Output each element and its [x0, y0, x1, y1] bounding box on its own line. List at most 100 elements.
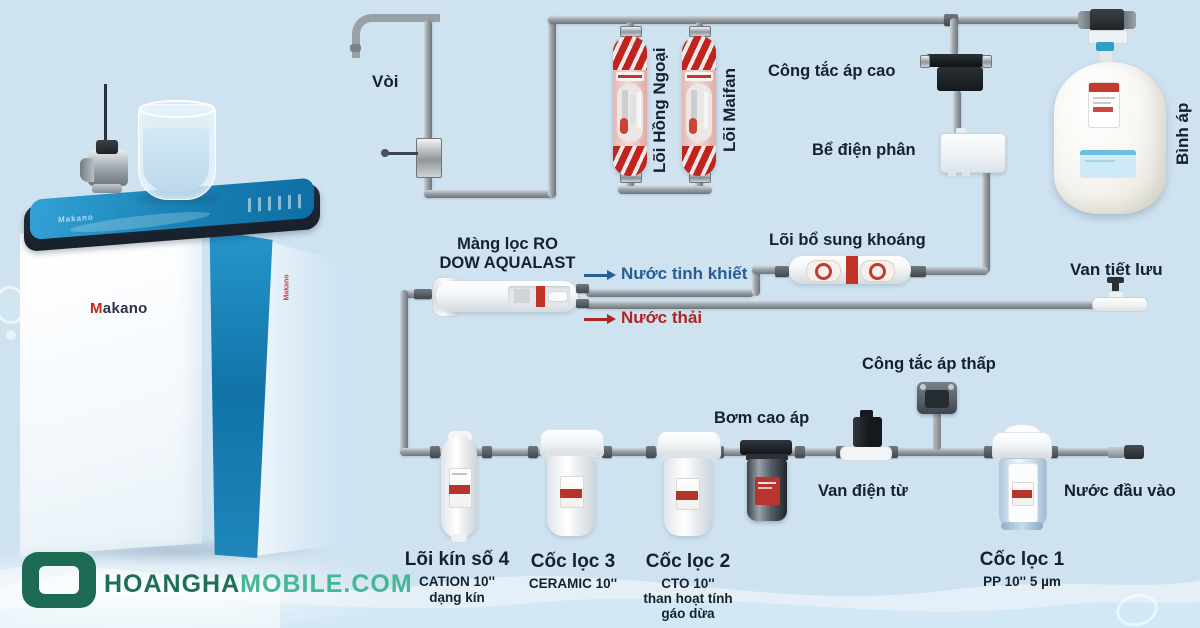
label-stage4-sub2: dạng kín	[429, 590, 485, 605]
label-pure-water: Nước tinh khiết	[621, 264, 748, 283]
top-main-pipe	[548, 16, 1084, 24]
infrared-filter-body	[613, 36, 647, 176]
label-ro-line1: Màng lọc RO	[457, 235, 558, 253]
label-stage2-sub1: CTO 10''	[661, 576, 715, 591]
maifan-label-line	[687, 75, 711, 78]
solenoid-valve-coil	[853, 417, 882, 447]
ro-window	[508, 286, 570, 307]
pump-head	[740, 440, 792, 455]
ro-waste-port	[576, 299, 589, 308]
water-glass-rim	[139, 100, 215, 118]
stage2-collar	[663, 455, 713, 460]
pure-jog-top-pipe	[752, 266, 778, 274]
stage3-red-band	[560, 489, 582, 498]
high-pressure-switch	[926, 54, 984, 67]
tank-label-line1	[1093, 97, 1115, 99]
bottom-joint-11	[1048, 446, 1058, 458]
pump-collar	[746, 454, 788, 460]
faucet-valve-body	[416, 138, 442, 178]
faucet-valve-knob	[381, 149, 389, 157]
faucet-spout-curve	[352, 14, 440, 58]
solenoid-valve-tee	[840, 446, 892, 461]
tank-valve-handle	[1096, 42, 1114, 51]
infrared-red-pill	[620, 118, 628, 134]
droplet-left-small	[6, 330, 16, 340]
label-stage3-title: Cốc lọc 3	[530, 551, 616, 572]
stage1-red-band	[1012, 490, 1032, 498]
watermark-light: MOBILE.COM	[240, 570, 413, 598]
bottom-joint-7	[795, 446, 805, 458]
watermark-text: HOANGHAMOBILE.COM	[104, 570, 413, 599]
pure-water-arrow-line	[584, 274, 608, 277]
tank-band-topline	[1080, 150, 1136, 155]
tank-band-line	[1085, 160, 1115, 162]
infrared-stripes-top	[613, 36, 647, 70]
infrared-cartridge-bar	[622, 90, 628, 130]
waste-water-arrow-line	[584, 318, 608, 321]
label-faucet: Vòi	[372, 72, 399, 91]
label-pump: Bơm cao áp	[714, 409, 810, 427]
machine-faucet-body	[88, 150, 128, 186]
low-pressure-screw-left	[920, 384, 926, 390]
solenoid-valve-nub	[860, 410, 873, 419]
faucet-spout-tip	[350, 44, 361, 52]
waste-water-arrow-head	[607, 314, 616, 324]
pressure-tank-blue-band	[1080, 150, 1136, 178]
maifan-cartridge-bar	[691, 90, 697, 130]
pump-red-label	[755, 477, 780, 505]
tank-label-line2	[1093, 102, 1111, 104]
maifan-stripes-bottom	[682, 146, 716, 176]
mineral-red-band	[846, 256, 858, 284]
flow-restrictor-stem	[1112, 281, 1119, 293]
stage3-collar	[546, 453, 596, 458]
high-pressure-switch-body	[937, 67, 983, 91]
bottom-joint-5	[646, 446, 656, 458]
mineral-left-fitting	[775, 266, 789, 277]
flow-restrictor-cap	[1107, 277, 1124, 283]
machine-brand-m: M	[90, 300, 103, 317]
maifan-red-pill	[689, 118, 697, 134]
pump-label-line2	[758, 487, 772, 489]
stage2-red-band	[676, 491, 698, 500]
bottom-joint-1	[430, 446, 440, 458]
ro-window-redband	[536, 286, 545, 307]
maifan-window	[686, 84, 712, 142]
tank-valve-stem	[1100, 51, 1112, 63]
label-stage1-title: Cốc lọc 1	[979, 549, 1065, 570]
maifan-filter-body	[682, 36, 716, 176]
low-pressure-stem	[933, 412, 941, 450]
electro-down-pipe	[982, 169, 990, 273]
faucet-down-pipe	[424, 20, 432, 198]
mineral-right-fitting	[910, 266, 926, 277]
label-stage1-sub1: PP 10'' 5 µm	[983, 574, 1061, 589]
electrolysis-body	[940, 133, 1006, 173]
mineral-ring-left	[815, 263, 832, 280]
label-mineral-filter: Lõi bổ sung khoáng	[769, 231, 926, 249]
maifan-bottom-stem	[695, 176, 703, 192]
infrared-label-line	[618, 75, 642, 78]
electrolysis-nub-2	[962, 170, 970, 176]
infrared-white-bar	[637, 92, 641, 128]
label-water-inlet: Nước đầu vào	[1064, 482, 1176, 500]
ro-window-pill	[548, 291, 568, 302]
faucet-bottom-pipe	[424, 190, 556, 198]
label-stage2-sub2: than hoạt tính	[643, 591, 733, 606]
riser-pipe	[548, 16, 556, 198]
label-high-pressure-switch: Công tắc áp cao	[768, 62, 896, 80]
low-pressure-screw-right	[948, 384, 954, 390]
label-electrolysis: Bể điện phân	[812, 141, 916, 159]
machine-brand-logo: Makano	[90, 300, 148, 317]
label-ro-membrane: Màng lọc RO DOW AQUALAST	[425, 235, 590, 273]
hoangha-logo-icon	[22, 552, 96, 608]
tank-label-redline	[1093, 107, 1113, 112]
machine-side-face	[255, 240, 347, 556]
inlet-fitting-light	[1108, 447, 1124, 458]
bottom-joint-2	[482, 446, 492, 458]
pure-jog-pipe	[752, 266, 760, 296]
maifan-stripes-top	[682, 36, 716, 70]
machine-side-logo: Makano	[283, 274, 291, 301]
bottom-joint-9	[888, 446, 898, 458]
label-low-pressure-switch: Công tắc áp thấp	[862, 355, 996, 373]
watermark-bold: HOANGHA	[104, 570, 241, 598]
pressure-tank-label	[1088, 82, 1120, 128]
